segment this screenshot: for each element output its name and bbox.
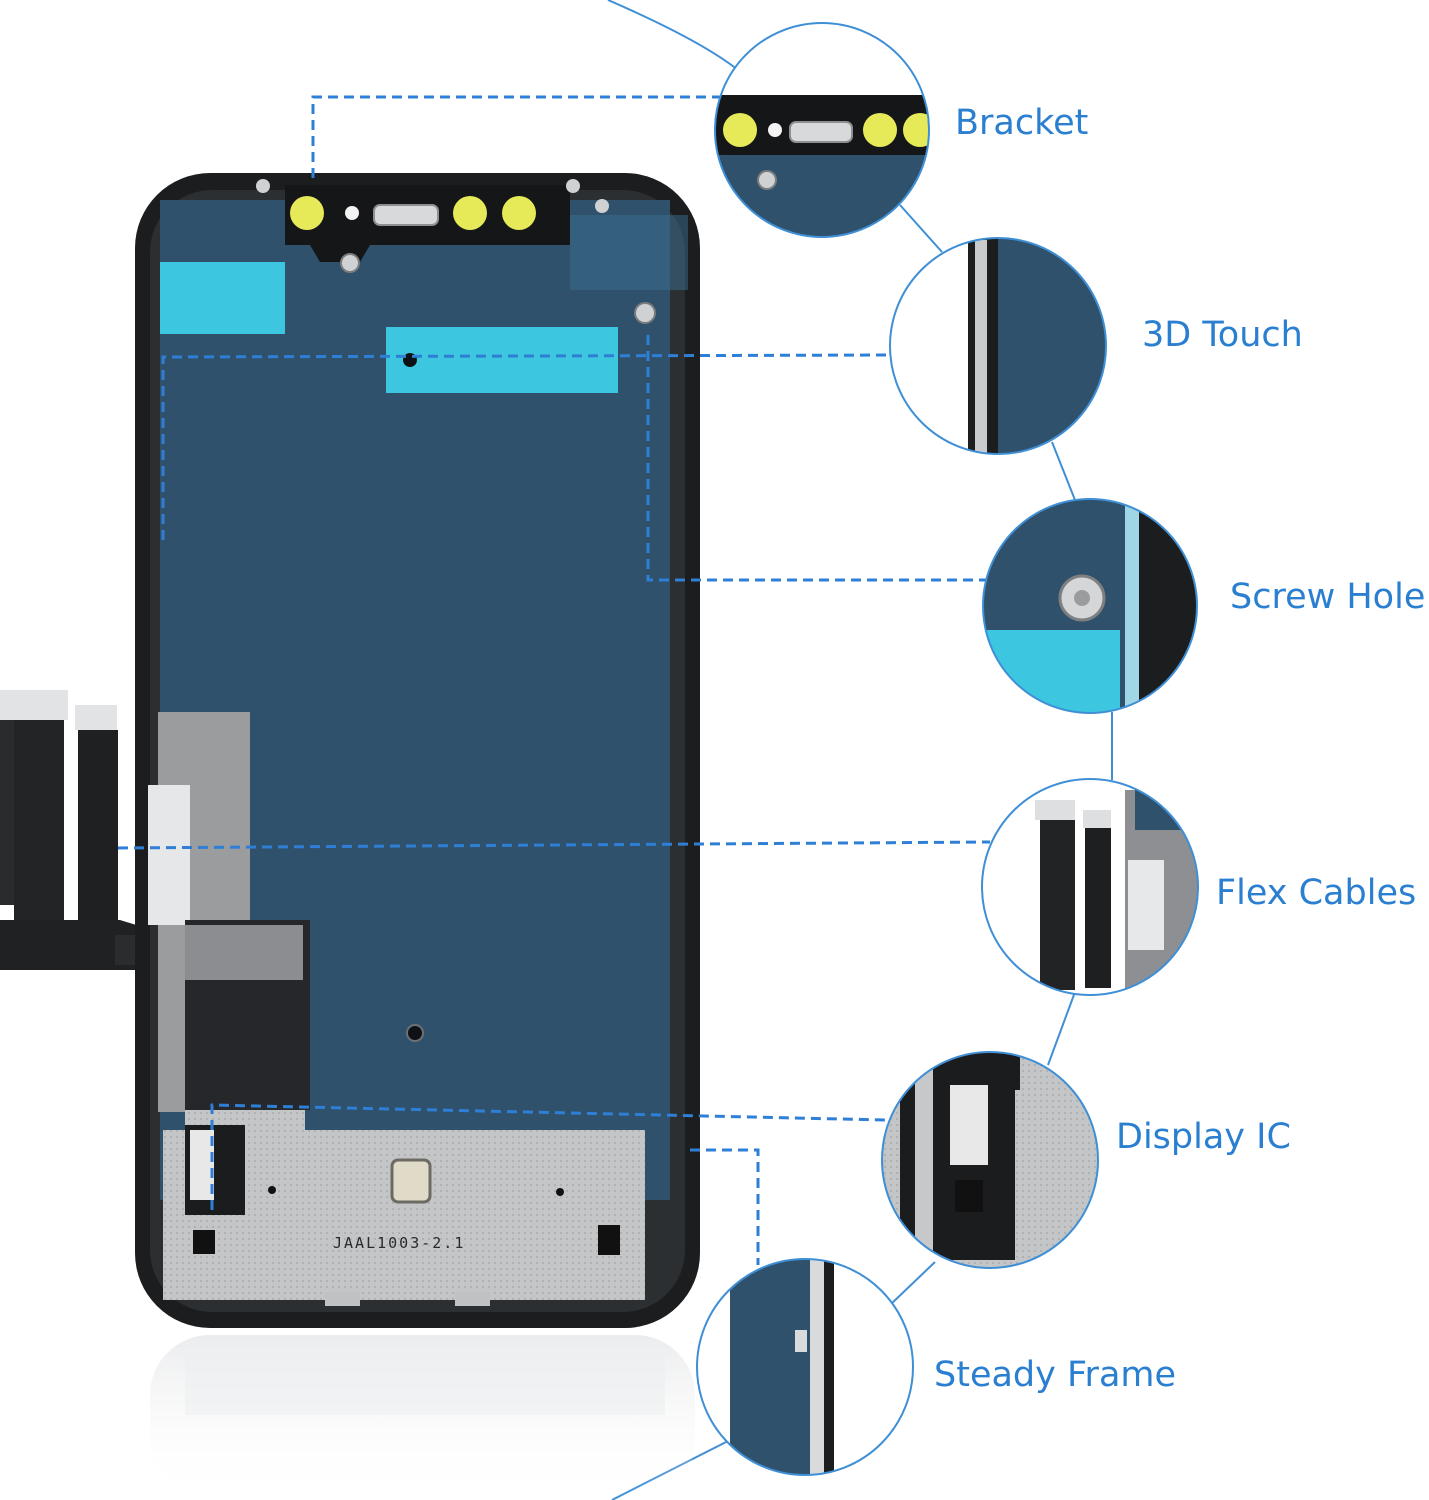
steady-frame-zoom-circle <box>696 1258 914 1476</box>
flex-cables-zoom-circle <box>981 778 1199 996</box>
screw-hole-zoom-circle <box>982 498 1198 714</box>
callout-label-bracket: Bracket <box>955 103 1089 143</box>
dashed-leader-lines <box>117 95 991 1265</box>
callout-label-screw-hole: Screw Hole <box>1230 577 1426 617</box>
display-ic-zoom-circle <box>881 1051 1099 1269</box>
3d-touch-zoom-circle <box>889 237 1107 455</box>
phone-reflection <box>150 1335 695 1500</box>
phone-lcd-assembly: JAAL1003-2.1 <box>135 173 700 1328</box>
callout-label-flex-cables: Flex Cables <box>1216 873 1417 913</box>
part-code-label: JAAL1003-2.1 <box>333 1234 465 1252</box>
callout-label-3d-touch: 3D Touch <box>1142 315 1303 355</box>
callout-label-steady-frame: Steady Frame <box>934 1355 1177 1395</box>
bracket-zoom-circle <box>714 22 930 238</box>
callout-label-display-ic: Display IC <box>1116 1117 1291 1157</box>
